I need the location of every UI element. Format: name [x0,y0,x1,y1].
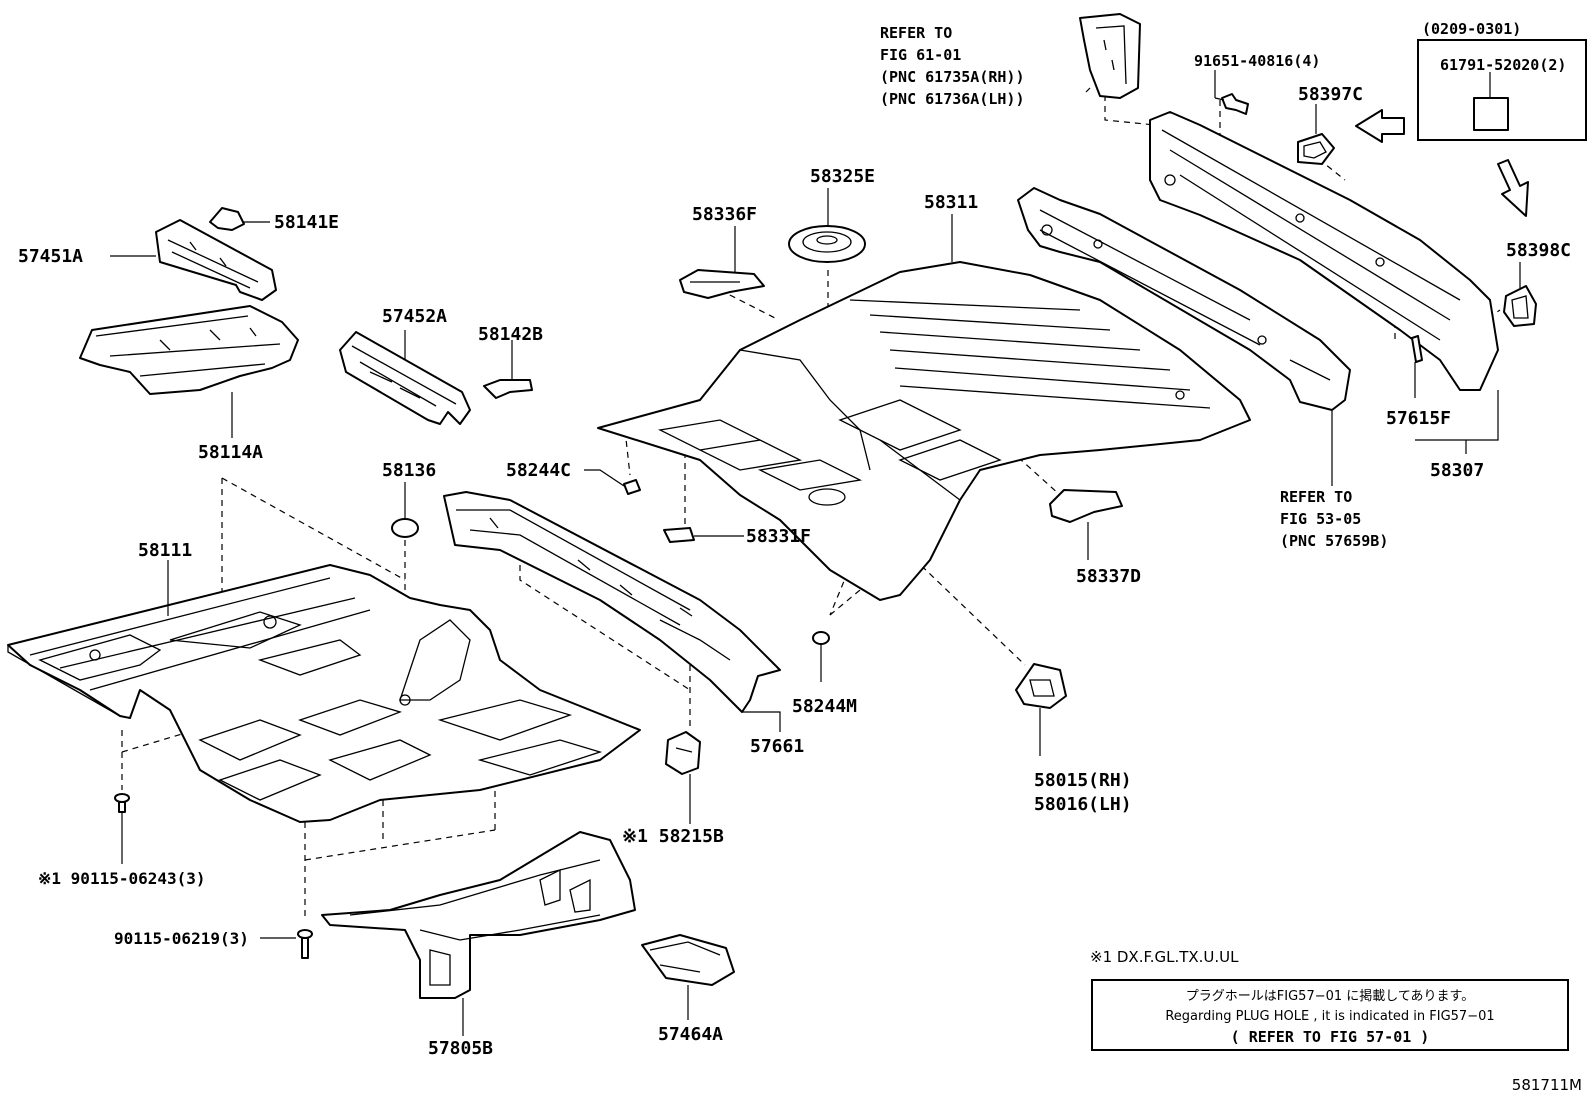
part-58141E-drawing [209,207,245,231]
label-58215B: ※1 58215B [622,826,724,847]
fig61-bracket-drawing [1079,13,1141,99]
part-57805B-drawing [321,831,636,999]
footnote-text: ※1 DX.F.GL.TX.U.UL [1090,948,1239,966]
ref-fig53-line1: REFER TO [1280,488,1352,506]
part-58136-drawing [391,518,419,538]
ref-fig53-line3: (PNC 57659B) [1280,532,1388,550]
ref-fig61-line4: (PNC 61736A(LH)) [880,90,1025,108]
label-91651-40816: 91651-40816(4) [1194,52,1320,70]
part-58336F-drawing [679,269,765,299]
fastener-90115-06219 [297,929,313,959]
label-58111: 58111 [138,540,192,561]
part-58337D-drawing [1049,489,1123,523]
ref-fig61-line1: REFER TO [880,24,952,42]
note-line-japanese: プラグホールはFIG57−01 に掲載してあります。 [1186,988,1474,1004]
part-57451A-drawing [155,219,277,301]
part-58244C-drawing [623,479,641,495]
reference-fig53: REFER TO FIG 53-05 (PNC 57659B) [1280,488,1388,550]
part-58111-drawing [7,564,641,823]
label-57805B: 57805B [428,1038,493,1059]
note-line-reference: ( REFER TO FIG 57-01 ) [1231,1028,1430,1046]
label-58136: 58136 [382,460,436,481]
rear-side-member-drawing [1017,187,1351,411]
part-58307-drawing [1149,111,1499,391]
label-58142B: 58142B [478,324,543,345]
label-58398C: 58398C [1506,240,1571,261]
reference-fig61: REFER TO FIG 61-01 (PNC 61735A(RH)) (PNC… [880,24,1025,108]
fastener-90115-06243 [114,793,130,813]
label-58016: 58016(LH) [1034,794,1132,815]
part-58215B-drawing [665,731,701,775]
label-57464A: 57464A [658,1024,723,1045]
label-58307: 58307 [1430,460,1484,481]
label-58397C: 58397C [1298,84,1363,105]
leader-lines [110,70,1521,1036]
plug-hole-note-box: プラグホールはFIG57−01 に掲載してあります。 Regarding PLU… [1091,979,1569,1051]
label-90115-06219: 90115-06219(3) [114,929,249,948]
bolt-91651-drawing [1221,93,1249,115]
figure-code: 581711M [1512,1076,1582,1094]
part-58114A-drawing [79,305,299,395]
label-58331F: 58331F [746,526,811,547]
label-58114A: 58114A [198,442,263,463]
label-90115-06243: ※1 90115-06243(3) [38,869,206,888]
label-58325E: 58325E [810,166,875,187]
ref-fig53-line2: FIG 53-05 [1280,510,1361,528]
part-58015-58016-drawing [1015,663,1067,709]
label-58015: 58015(RH) [1034,770,1132,791]
label-57661: 57661 [750,736,804,757]
view-arrows [1355,109,1529,217]
label-57452A: 57452A [382,306,447,327]
part-58331F-drawing [663,527,695,543]
label-58244C: 58244C [506,460,571,481]
part-58397C-drawing [1297,133,1335,165]
label-57451A: 57451A [18,246,83,267]
ref-fig61-line3: (PNC 61735A(RH)) [880,68,1025,86]
part-58325E-drawing [788,225,866,263]
note-line-english: Regarding PLUG HOLE , it is indicated in… [1165,1009,1494,1024]
part-58311-drawing [597,261,1251,601]
part-labels: 58141E 57451A 58114A 57452A 58142B 58136… [18,52,1571,1059]
part-58398C-drawing [1503,285,1537,327]
label-57615F: 57615F [1386,408,1451,429]
label-58337D: 58337D [1076,566,1141,587]
ref-fig61-line2: FIG 61-01 [880,46,961,64]
label-58141E: 58141E [274,212,339,233]
label-58311: 58311 [924,192,978,213]
label-58336F: 58336F [692,204,757,225]
part-58142B-drawing [483,379,533,399]
label-58244M: 58244M [792,696,857,717]
part-57464A-drawing [641,934,735,986]
date-range-box [1417,39,1587,141]
date-range-label: (0209-0301) [1422,20,1521,38]
part-57452A-drawing [339,331,471,425]
label-61791-52020: 61791-52020(2) [1440,56,1566,74]
part-57615F-drawing [1411,335,1423,363]
part-57661-drawing [443,491,781,713]
part-58244M-drawing [812,631,830,645]
